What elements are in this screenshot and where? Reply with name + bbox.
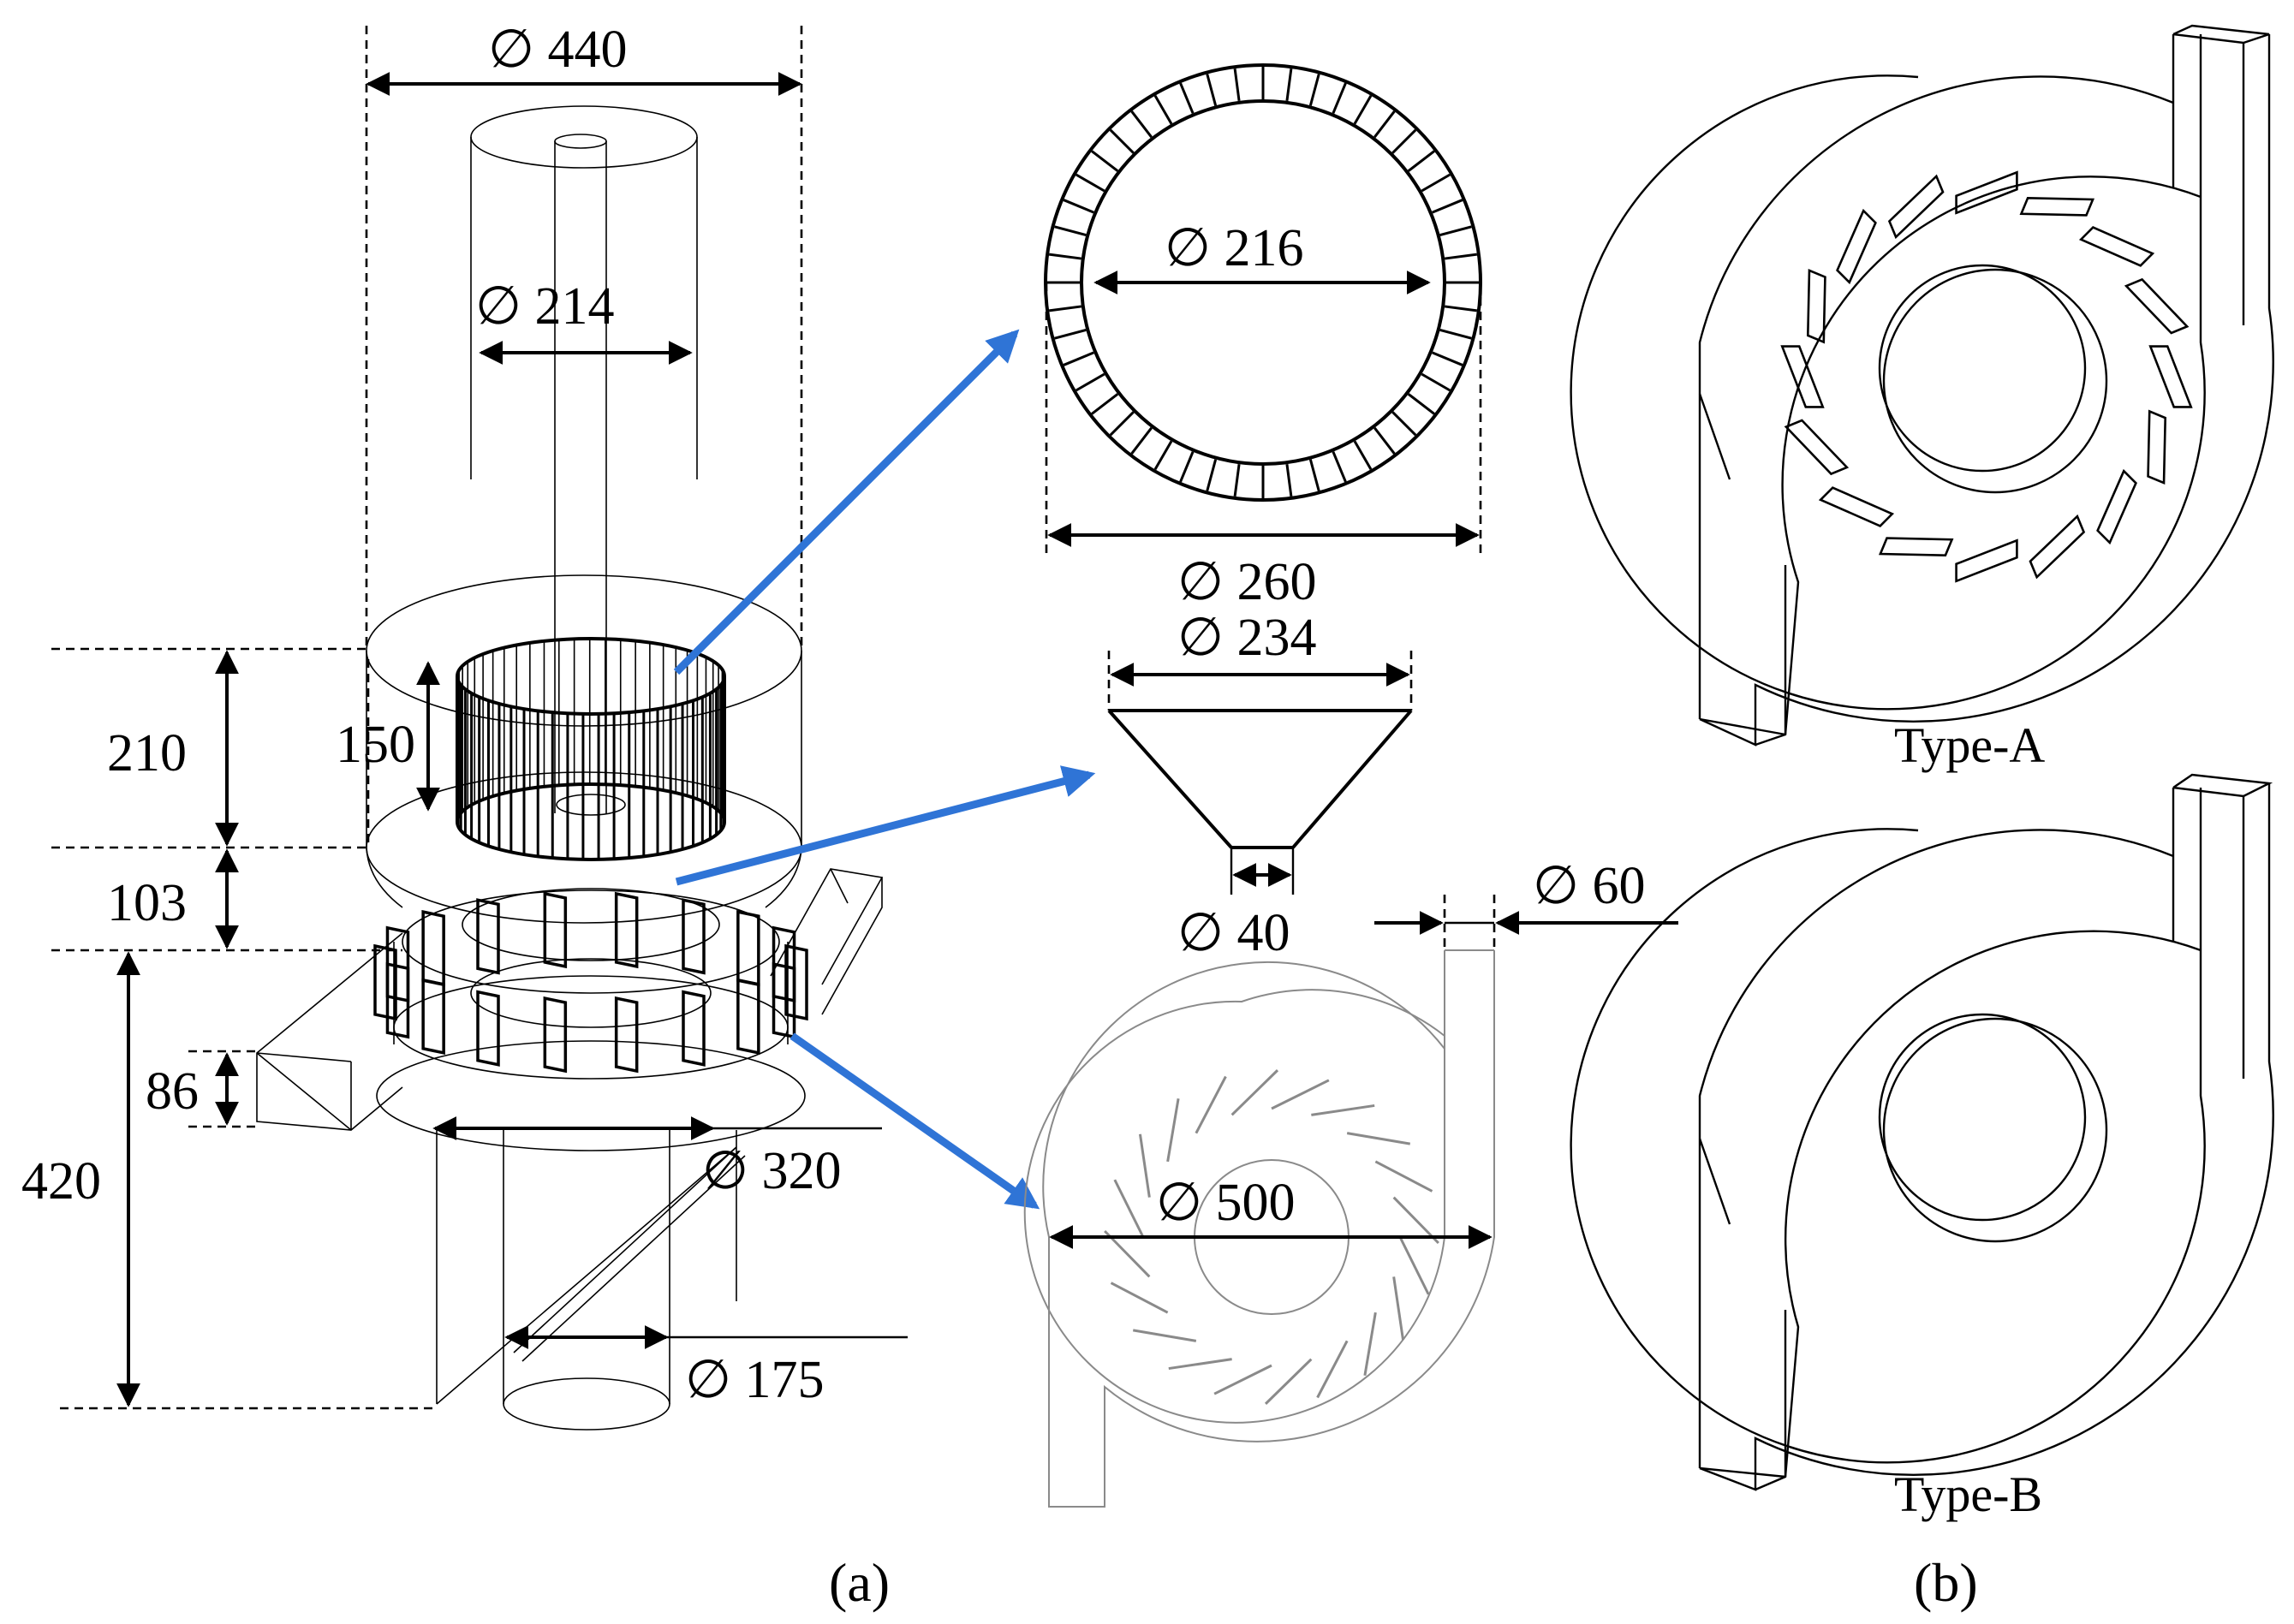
detail-arrows bbox=[673, 329, 1096, 1210]
type-a-label: Type-A bbox=[1894, 717, 2045, 773]
type-b-volute-3d bbox=[1570, 773, 2274, 1491]
dim-label-214: ∅ 214 bbox=[475, 277, 615, 336]
dim-label-234: ∅ 234 bbox=[1177, 609, 1317, 667]
dim-label-260: ∅ 260 bbox=[1177, 553, 1317, 611]
type-a-volute-3d bbox=[1570, 24, 2274, 747]
type-b-label: Type-B bbox=[1894, 1466, 2042, 1522]
dim-label-86: 86 bbox=[146, 1062, 199, 1121]
dim-label-103: 103 bbox=[107, 874, 187, 932]
dim-label-60: ∅ 60 bbox=[1533, 857, 1646, 915]
cone-detail bbox=[1107, 651, 1413, 895]
dim-label-420: 420 bbox=[21, 1152, 101, 1211]
dim-label-40: ∅ 40 bbox=[1177, 904, 1290, 962]
volute-inlet-detail bbox=[1023, 895, 1678, 1508]
dim-label-210: 210 bbox=[107, 724, 187, 782]
caption-a: (a) bbox=[829, 1552, 890, 1613]
dim-label-440: ∅ 440 bbox=[488, 21, 628, 79]
cyclone-assembly-drawing bbox=[51, 26, 908, 1431]
caption-b: (b) bbox=[1914, 1552, 1978, 1613]
slotted-ring-detail bbox=[1044, 63, 1482, 556]
dim-label-216: ∅ 216 bbox=[1165, 219, 1304, 277]
dim-label-175: ∅ 175 bbox=[685, 1351, 825, 1409]
dim-label-320: ∅ 320 bbox=[702, 1142, 842, 1200]
dim-label-150: 150 bbox=[336, 716, 415, 774]
dim-label-500: ∅ 500 bbox=[1156, 1174, 1296, 1232]
